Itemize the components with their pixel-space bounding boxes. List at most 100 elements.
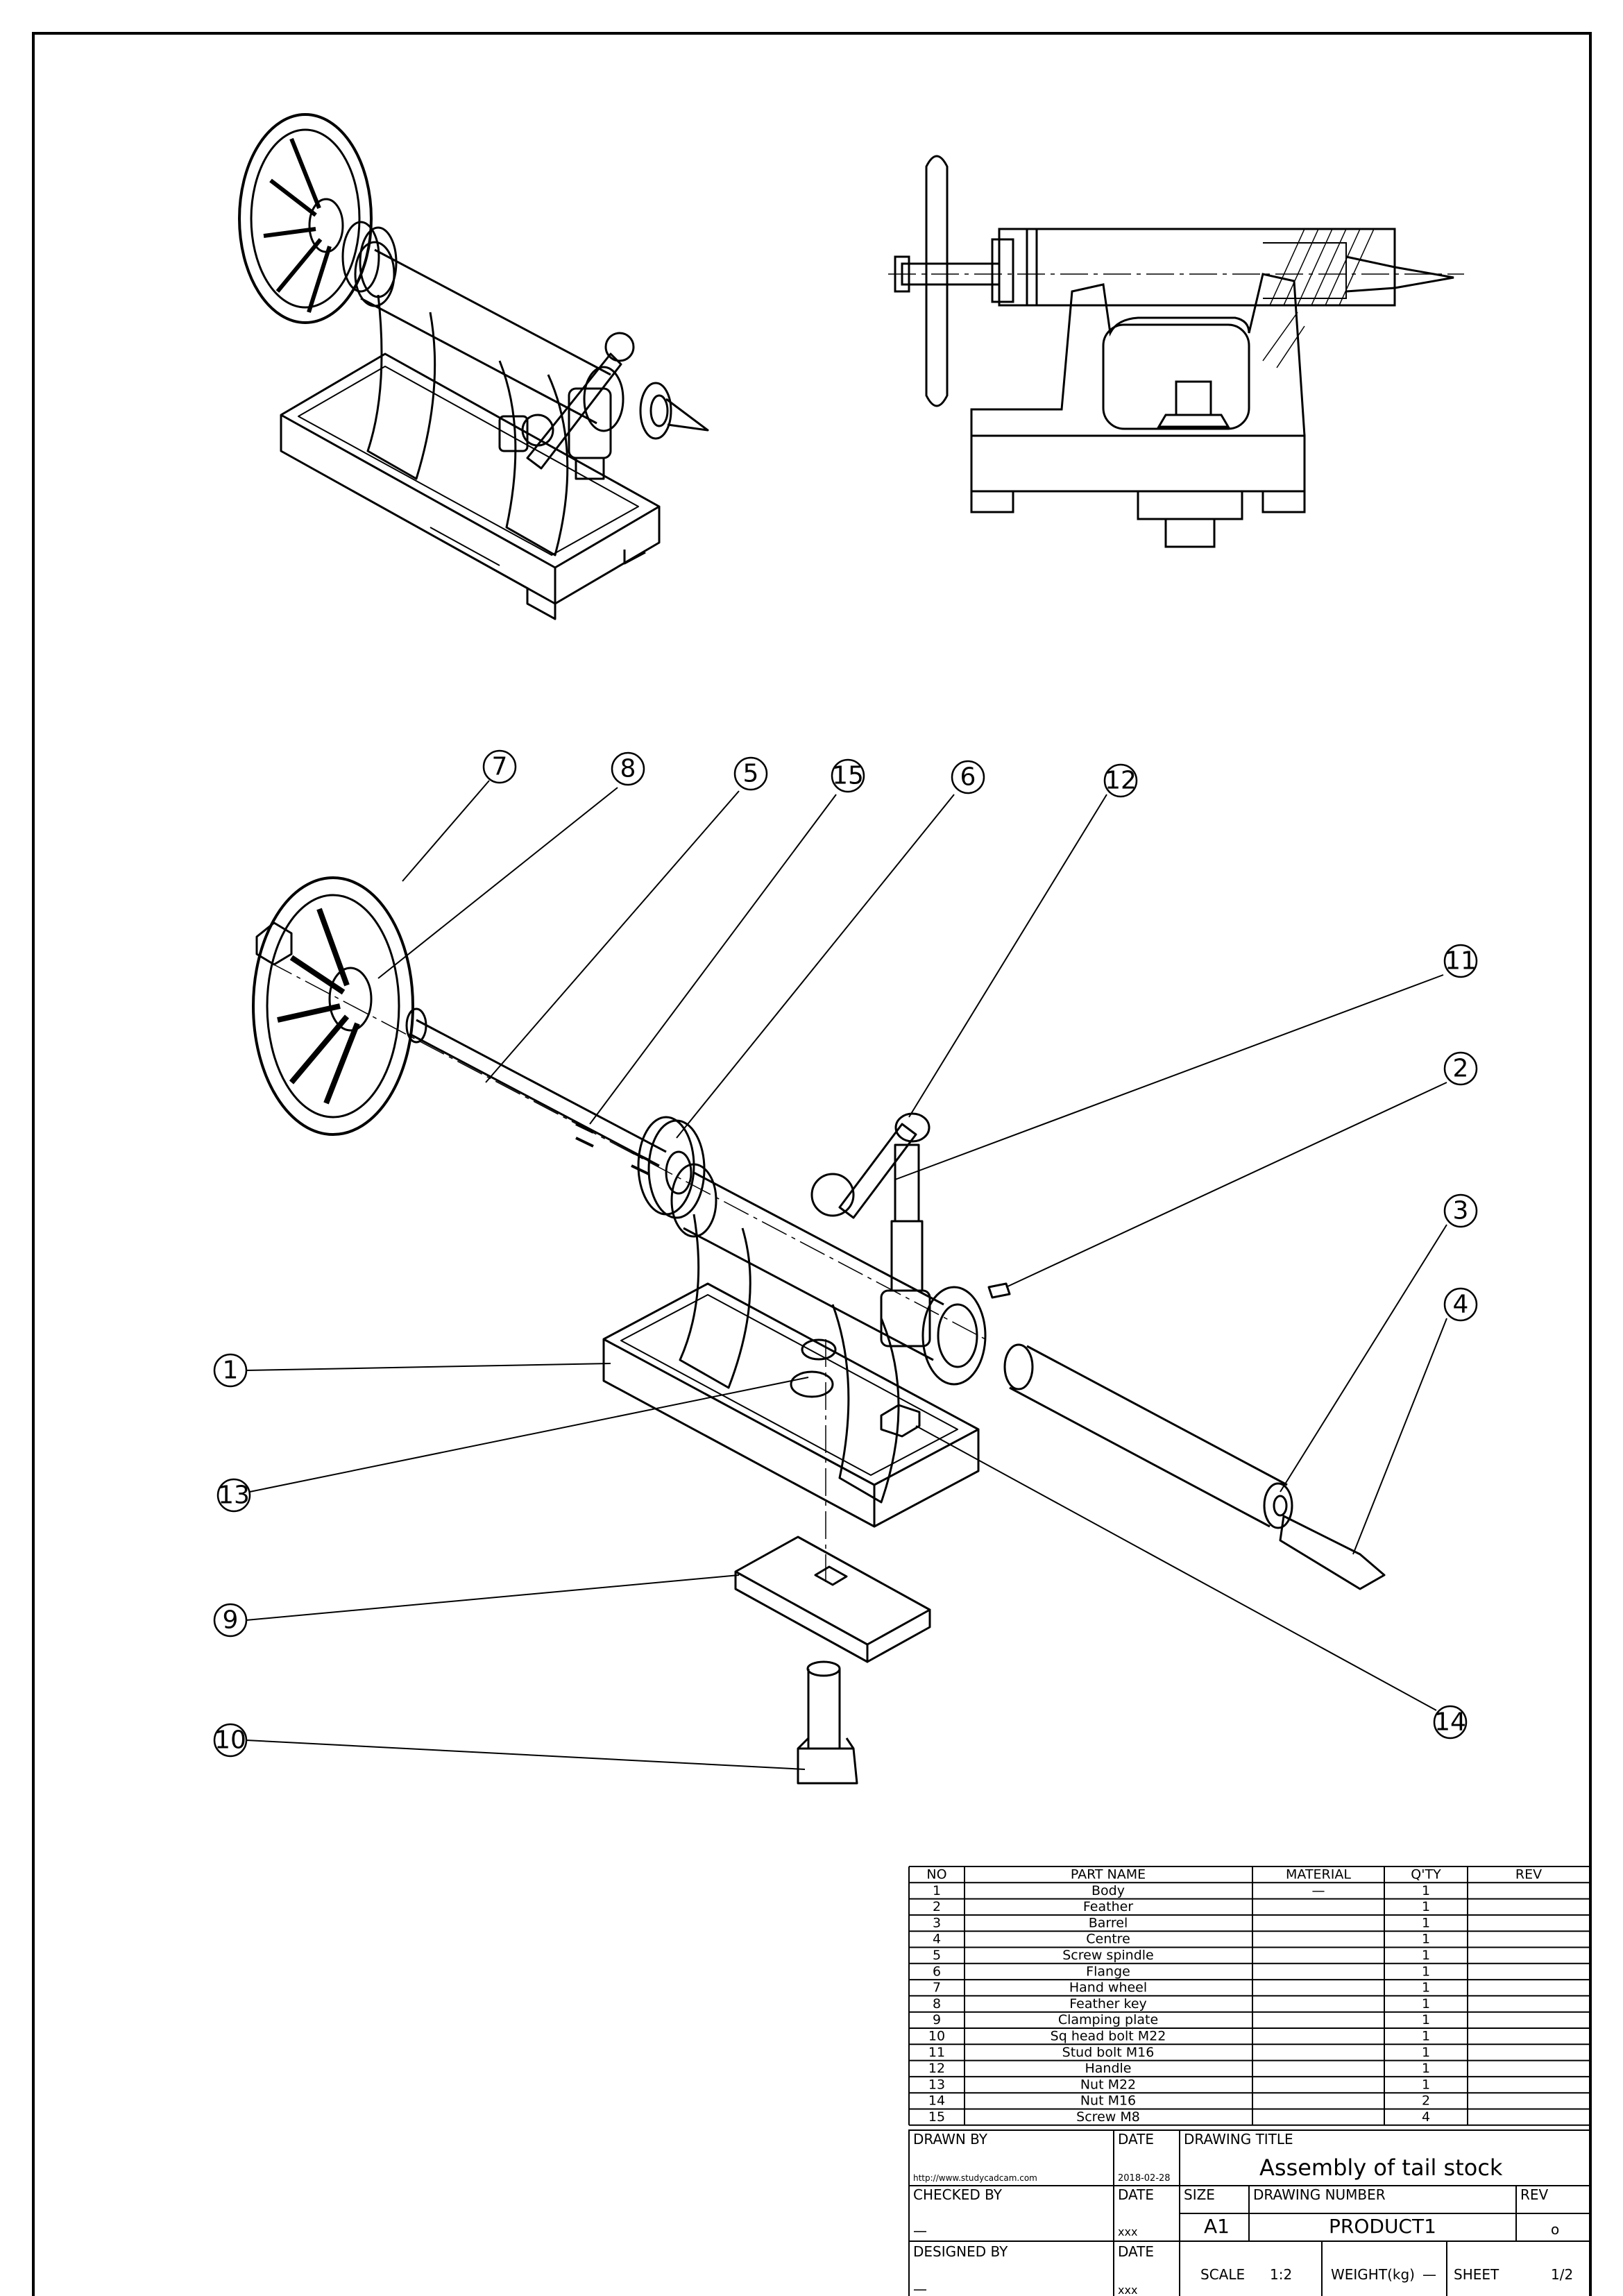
bom-header-material: MATERIAL [1286,1866,1351,1882]
svg-text:5: 5 [743,760,759,788]
bom-cell-qty: 4 [1422,2109,1430,2125]
bom-cell-part-name: Screw M8 [1076,2109,1140,2125]
bom-cell-part-name: Centre [1086,1932,1130,1947]
bom-cell-qty: 1 [1422,1932,1430,1947]
balloon-3: 3 [1443,1193,1478,1228]
bom-cell-qty: 1 [1422,1899,1430,1914]
svg-text:10: 10 [214,1726,246,1755]
rev-label: REV [1520,2186,1549,2203]
bom-cell-qty: 1 [1422,2061,1430,2076]
bom-cell-material: — [1312,1883,1325,1898]
scale-value: 1:2 [1270,2266,1292,2283]
designed-by-value: — [913,2281,927,2296]
svg-text:13: 13 [218,1481,250,1510]
balloon-15: 15 [831,758,865,793]
bom-cell-qty: 2 [1422,2093,1430,2109]
svg-text:1: 1 [223,1357,239,1385]
svg-text:11: 11 [1445,947,1477,976]
bom-header-no: NO [926,1866,946,1882]
size-value: A1 [1204,2215,1230,2238]
bom-cell-no: 2 [933,1899,941,1914]
bom-cell-no: 10 [928,2028,945,2043]
sheet-label: SHEET [1454,2266,1499,2283]
bom-cell-part-name: Body [1091,1883,1125,1898]
scale-label: SCALE [1200,2266,1245,2283]
bom-cell-no: 13 [928,2077,945,2092]
bom-cell-part-name: Handle [1085,2061,1131,2076]
checked-date-value: xxx [1118,2225,1137,2238]
svg-text:7: 7 [492,753,508,781]
checked-by-label: CHECKED BY [913,2186,1003,2203]
bom-cell-no: 14 [928,2093,945,2109]
balloon-5: 5 [733,756,768,791]
svg-text:14: 14 [1434,1708,1466,1737]
bom-header-rev: REV [1515,1866,1542,1882]
balloon-12: 12 [1103,763,1138,798]
bom-cell-qty: 1 [1422,2028,1430,2043]
bom-cell-no: 6 [933,1964,941,1979]
isometric-assembled-view [238,113,709,620]
sectional-front-view [888,155,1464,548]
balloon-1: 1 [213,1353,248,1388]
balloon-13: 13 [216,1478,251,1513]
sheet-border [32,32,1592,2296]
drawing-title: Assembly of tail stock [1259,2154,1503,2181]
bom-cell-qty: 1 [1422,2077,1430,2092]
bom-cell-no: 11 [928,2045,945,2060]
bom-cell-part-name: Feather [1083,1899,1133,1914]
bom-cell-part-name: Flange [1086,1964,1130,1979]
balloon-4: 4 [1443,1287,1478,1322]
bom-cell-no: 7 [933,1980,941,1996]
balloon-7: 7 [482,749,517,784]
svg-text:12: 12 [1105,767,1137,795]
bom-header-qty: Q'TY [1411,1866,1441,1882]
bom-cell-qty: 1 [1422,1948,1430,1963]
bom-cell-qty: 1 [1422,2045,1430,2060]
bom-cell-part-name: Nut M16 [1080,2093,1136,2109]
drawing-title-label: DRAWING TITLE [1184,2131,1293,2148]
balloon-2: 2 [1443,1051,1478,1086]
bom-cell-qty: 1 [1422,1980,1430,1996]
bom-cell-no: 12 [928,2061,945,2076]
bom-cell-no: 1 [933,1883,941,1898]
exploded-isometric-view [252,876,1386,1785]
bom-cell-part-name: Clamping plate [1058,2012,1158,2027]
bom-cell-qty: 1 [1422,1915,1430,1930]
balloon-9: 9 [213,1603,248,1638]
bom-cell-no: 15 [928,2109,945,2125]
checked-by-value: — [913,2222,927,2239]
weight-value: — [1422,2266,1436,2283]
bom-cell-no: 9 [933,2012,941,2027]
sheet-value: 1/2 [1551,2266,1573,2283]
bom-cell-part-name: Nut M22 [1080,2077,1136,2092]
drawing-number: PRODUCT1 [1329,2215,1436,2238]
bom-cell-qty: 1 [1422,1996,1430,2012]
bom-cell-part-name: Screw spindle [1062,1948,1153,1963]
bom-cell-qty: 1 [1422,1883,1430,1898]
svg-text:15: 15 [832,762,864,790]
svg-text:3: 3 [1453,1197,1469,1225]
checked-date-label: DATE [1118,2186,1154,2203]
weight-label: WEIGHT(kg) [1331,2266,1415,2283]
bom-cell-qty: 1 [1422,1964,1430,1979]
part-balloons: 7 8 5 15 6 12 11 2 3 4 14 1 13 9 10 [213,749,1478,1758]
date-value: 2018-02-28 [1118,2173,1171,2184]
balloon-10: 10 [213,1723,248,1758]
bom-cell-qty: 1 [1422,2012,1430,2027]
balloon-11: 11 [1443,944,1478,978]
rev-value: o [1551,2221,1559,2238]
bom-cell-no: 8 [933,1996,941,2012]
drawn-by-value: http://www.studycadcam.com [913,2173,1037,2183]
drawn-by-label: DRAWN BY [913,2131,988,2148]
designed-date-label: DATE [1118,2243,1154,2260]
svg-text:6: 6 [960,763,976,792]
drawing-number-label: DRAWING NUMBER [1253,2186,1386,2203]
svg-text:8: 8 [620,755,636,783]
bom-cell-no: 4 [933,1932,941,1947]
svg-text:2: 2 [1453,1055,1469,1083]
leader-lines [246,780,1447,1770]
bom-cell-no: 5 [933,1948,941,1963]
svg-text:9: 9 [223,1606,239,1635]
title-block [908,2129,1591,2296]
date-label: DATE [1118,2131,1154,2148]
